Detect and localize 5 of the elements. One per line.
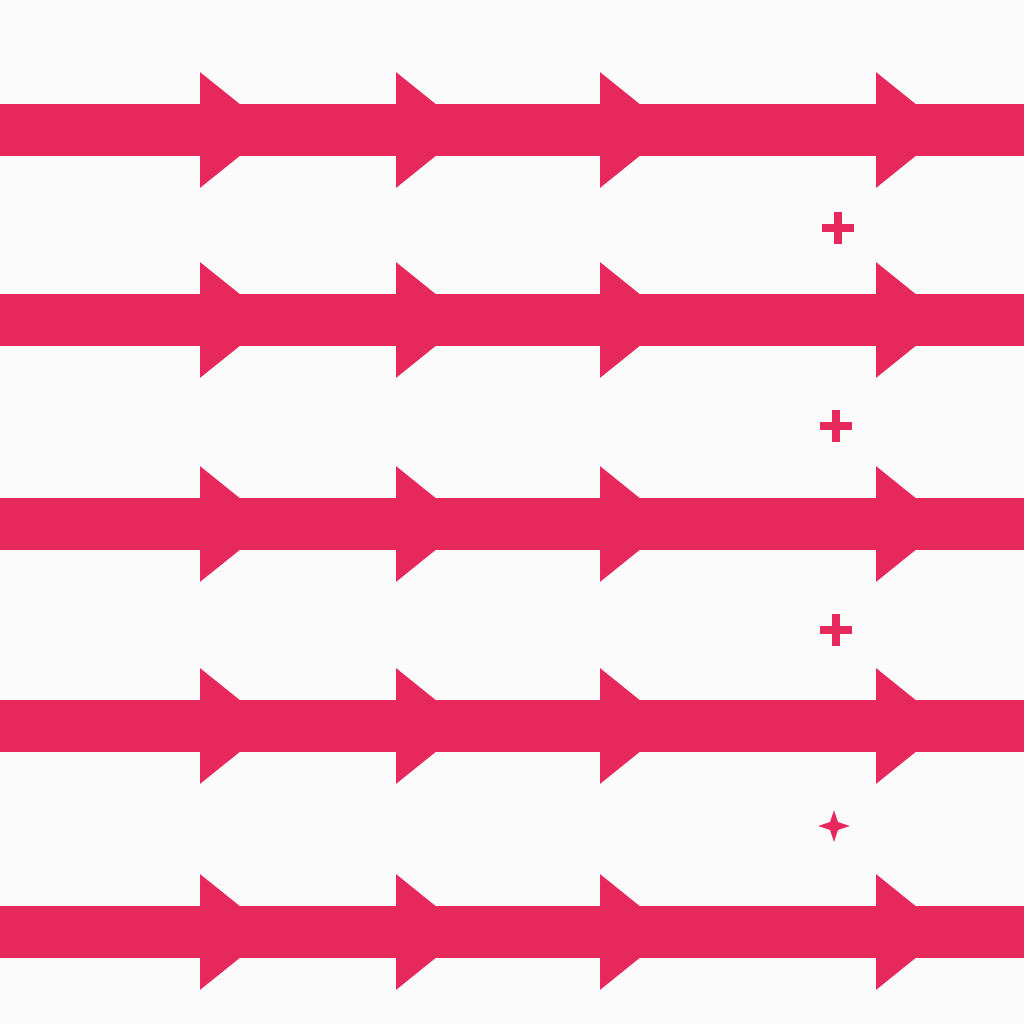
arrow-band [0,256,1024,384]
arrow-band [0,460,1024,588]
arrow-band [0,662,1024,790]
arrow-band [0,868,1024,996]
arrow-band [0,66,1024,194]
